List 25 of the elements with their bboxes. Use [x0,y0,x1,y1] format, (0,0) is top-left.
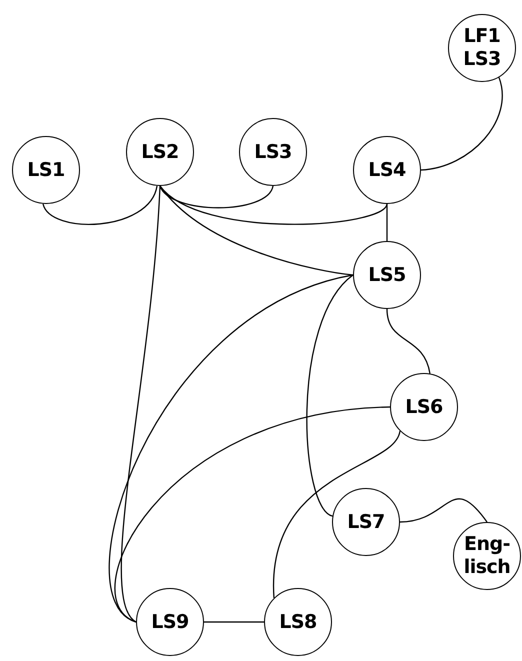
node-label: LS4 [367,158,407,182]
connector-line [114,406,390,622]
node-label: LS8 [278,610,318,634]
node-label: LS9 [150,610,190,634]
node-label: LS3 [253,140,293,164]
connector-line [386,308,430,374]
connector-line [273,430,401,598]
connector-line [42,186,158,225]
connector-line [160,186,354,276]
node-label: LS1 [26,158,66,182]
connector-line [120,186,161,622]
connector-line [204,621,264,623]
node-label: LS5 [367,264,407,286]
node-label: LF1 LS3 [462,25,502,71]
connector-line [160,186,388,225]
connector-line [400,498,488,523]
node-label: Eng- lisch [462,533,512,579]
connector-line [420,77,503,171]
node-label: LS6 [404,396,444,418]
node-label: LS2 [140,140,180,164]
connector-line [108,274,354,622]
node-label: LS7 [346,510,386,534]
connector-line [160,186,274,208]
connector-line [306,274,354,517]
connector-line [386,204,388,241]
